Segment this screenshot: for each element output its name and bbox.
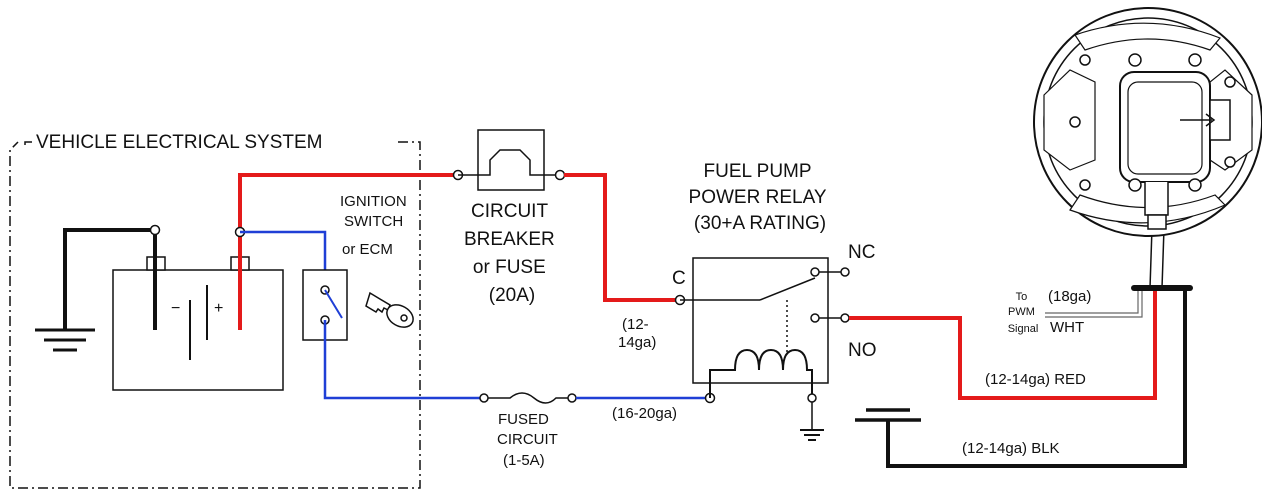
relay-ground-icon [800, 402, 824, 441]
vehicle-system-boundary [9, 141, 421, 489]
fused-circuit-icon [479, 392, 577, 404]
relay-nc-label: NC [848, 242, 875, 263]
circuit-breaker-icon [458, 129, 566, 191]
red-wire-label: (12-14ga) RED [985, 371, 1086, 388]
battery-plus-label: + [214, 300, 223, 317]
signal-label: To PWM Signal [1008, 291, 1039, 335]
fuel-pump-icon [1033, 7, 1262, 237]
relay-no-label: NO [848, 340, 877, 361]
relay-title: FUEL PUMP POWER RELAY (30+A RATING) [689, 161, 832, 234]
pump-ground-icon [855, 408, 921, 422]
battery-ground-icon [35, 228, 155, 352]
pump-ground-wire [886, 290, 1187, 468]
battery-minus-label: − [171, 300, 180, 317]
relay-common-wire [564, 173, 676, 302]
battery-icon: − + [112, 224, 284, 391]
signal-gauge-label: (18ga) [1048, 288, 1091, 305]
signal-wire [1045, 288, 1139, 314]
ignition-label: IGNITION SWITCH or ECM [340, 193, 411, 258]
common-gauge-label: (12- 14ga) [618, 316, 656, 351]
relay-icon [680, 257, 850, 403]
vehicle-system-label: VEHICLE ELECTRICAL SYSTEM [36, 132, 322, 153]
ignition-output-wire [323, 320, 480, 400]
pump-power-wire [849, 290, 1157, 400]
fused-circuit-label: FUSED CIRCUIT (1-5A) [497, 411, 562, 469]
coil-gauge-label: (16-20ga) [612, 405, 677, 422]
circuit-breaker-label: CIRCUIT BREAKER or FUSE (20A) [464, 201, 560, 306]
relay-c-label: C [672, 268, 686, 289]
signal-color-label: WHT [1050, 319, 1084, 336]
black-wire-label: (12-14ga) BLK [962, 440, 1060, 457]
battery-positive-wire [238, 173, 458, 330]
key-icon [365, 291, 414, 328]
